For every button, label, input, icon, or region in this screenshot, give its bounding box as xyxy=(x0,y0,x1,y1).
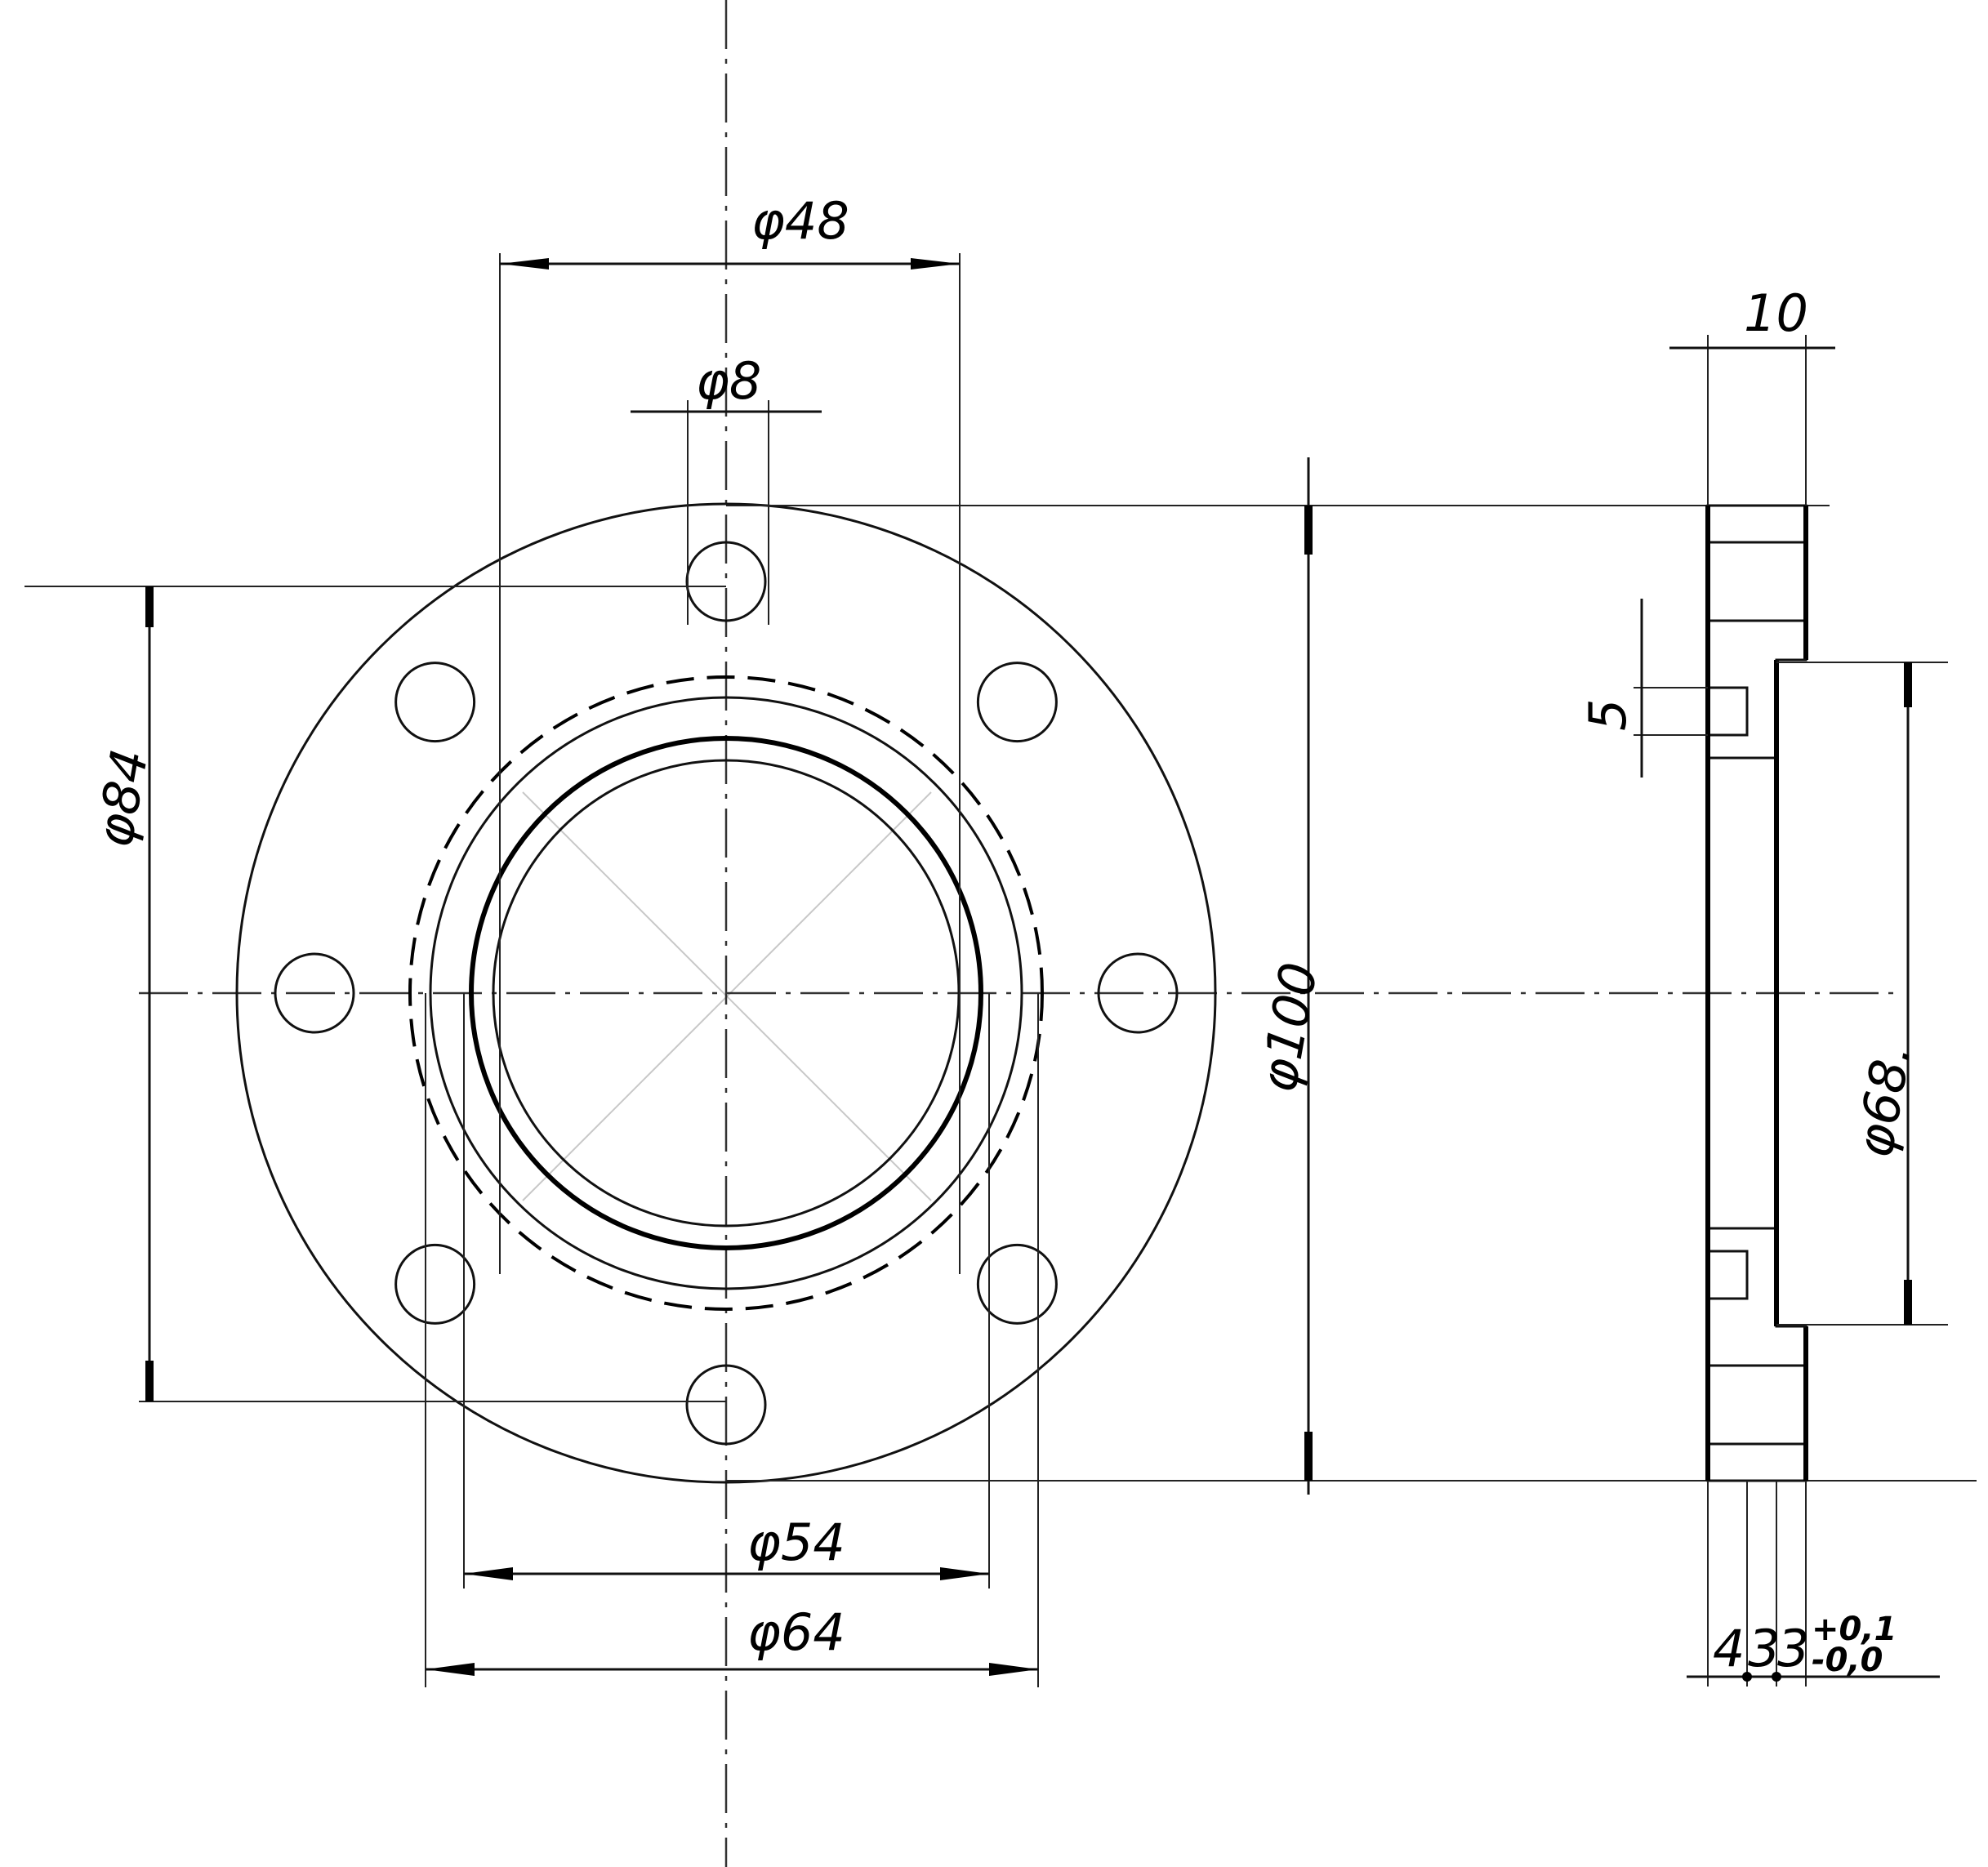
bolt-hole xyxy=(976,1243,1058,1325)
construction-line xyxy=(522,791,932,1201)
front-view xyxy=(235,502,1217,1484)
dim-d8: φ8 xyxy=(696,351,761,411)
dim-d100: φ100 xyxy=(1248,958,1330,1097)
groove-top xyxy=(1706,686,1749,737)
dim-d48: φ48 xyxy=(751,191,849,251)
bolt-hole xyxy=(976,662,1058,743)
dim-d64: φ64 xyxy=(747,1602,845,1662)
center-lines xyxy=(139,0,1895,1867)
construction-line xyxy=(522,791,932,1201)
dim-seg-3a: 3 xyxy=(1748,1619,1780,1678)
side-dimensions: 10 5 φ68. 4 3 3 +0,1 -0,0 xyxy=(1578,283,1948,1687)
bolt-hole xyxy=(394,662,476,743)
bolt-hole xyxy=(1097,952,1179,1034)
bolt-hole xyxy=(394,1243,476,1325)
dim-groove-5: 5 xyxy=(1578,699,1638,731)
dim-d54: φ54 xyxy=(747,1513,845,1572)
bolt-hole xyxy=(685,1364,767,1446)
dim-thickness-10: 10 xyxy=(1744,283,1808,343)
side-view-section xyxy=(1705,504,1808,1482)
circle-d52 xyxy=(469,736,983,1250)
bolt-holes xyxy=(274,541,1179,1446)
dim-d68: φ68. xyxy=(1844,1040,1923,1162)
tolerance-lower: -0,0 xyxy=(1812,1642,1883,1679)
dim-seg-4: 4 xyxy=(1713,1619,1745,1678)
front-dimensions: φ48 φ8 φ84 φ100 φ54 φ64 xyxy=(25,191,1977,1687)
groove-bottom xyxy=(1706,1250,1749,1300)
dim-seg-3b: 3 xyxy=(1777,1619,1809,1678)
hidden-circle-d64 xyxy=(408,675,1044,1311)
tolerance-upper: +0,1 xyxy=(1812,1611,1897,1648)
circle-d60 xyxy=(429,696,1023,1290)
bolt-hole xyxy=(274,952,355,1034)
outer-circle-d100 xyxy=(235,502,1217,1484)
